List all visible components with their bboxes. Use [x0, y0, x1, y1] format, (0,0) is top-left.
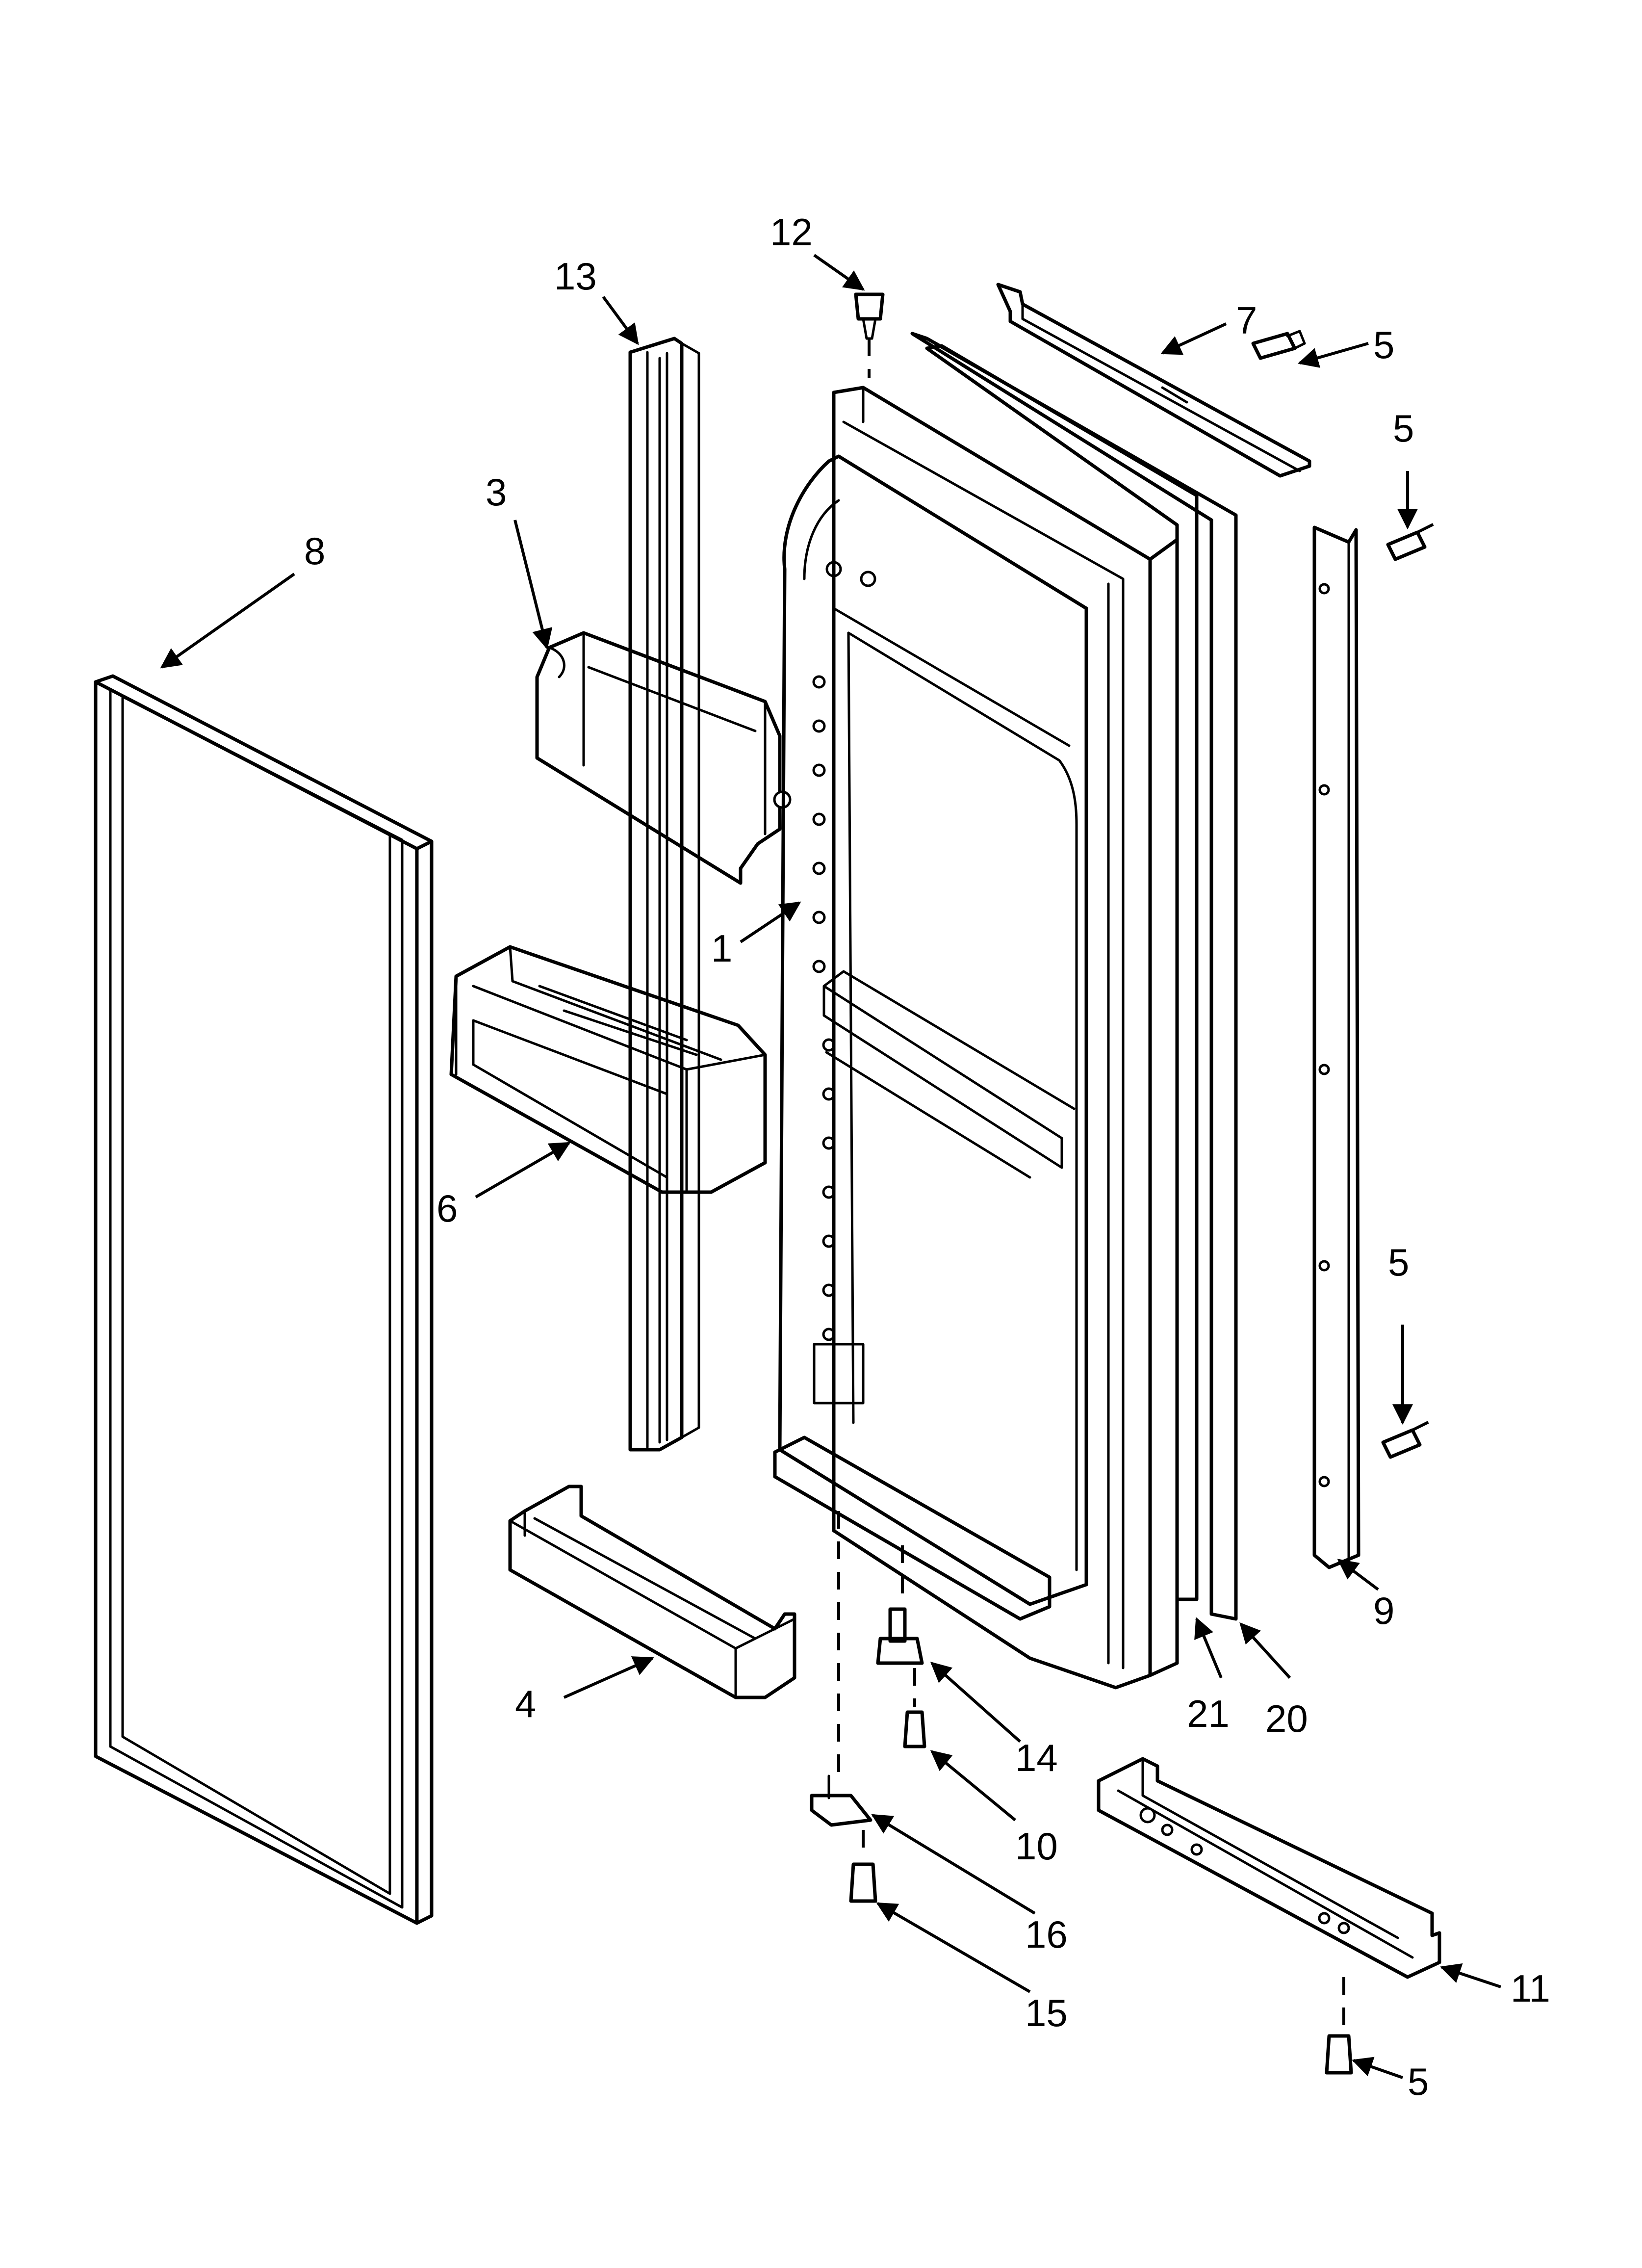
assembly-guides: [837, 339, 1443, 2031]
hinge-part-14: [876, 1607, 924, 1665]
screw-5-top: [1251, 330, 1306, 360]
callout-13: 13: [554, 255, 597, 298]
lower-door-bin-part: [508, 1485, 796, 1699]
door-bin-part: [449, 945, 767, 1194]
callout-3: 3: [486, 470, 507, 514]
screw-part-15: [849, 1862, 877, 1903]
callout-5: 5: [1408, 2060, 1429, 2103]
leader-lines: [160, 254, 1501, 2079]
callout-9: 9: [1373, 1589, 1394, 1632]
top-door-trim-part: [996, 283, 1311, 478]
callout-5: 5: [1393, 407, 1414, 450]
callout-12: 12: [770, 210, 813, 254]
door-trim-strip-part: [628, 337, 700, 1452]
screw-part-10: [903, 1710, 926, 1748]
upper-bin-cover-part: [535, 631, 792, 885]
shelf-support-holes: [812, 561, 876, 1341]
hinge-part-16: [810, 1774, 872, 1827]
screw-5-lower-right: [1381, 1428, 1422, 1459]
bottom-door-trim-part: [1097, 1757, 1441, 1979]
callout-4: 4: [515, 1682, 536, 1725]
door-inner-frame-part: [832, 386, 1152, 1690]
callout-1: 1: [711, 927, 732, 970]
door-outer-panel-part: [910, 332, 1238, 1677]
callout-16: 16: [1025, 1913, 1068, 1956]
callout-6: 6: [436, 1187, 458, 1230]
door-liner-part: [773, 454, 1088, 1621]
callout-10: 10: [1015, 1825, 1058, 1868]
callout-7: 7: [1236, 299, 1257, 342]
screw-5-bottom: [1325, 2034, 1353, 2075]
screw-5-upper-right: [1386, 530, 1427, 561]
callout-5: 5: [1373, 323, 1394, 366]
callout-15: 15: [1025, 1991, 1068, 2034]
callout-20: 20: [1265, 1697, 1308, 1740]
callout-21: 21: [1187, 1692, 1230, 1735]
callout-5: 5: [1388, 1241, 1409, 1284]
side-door-trim-part: [1312, 525, 1360, 1569]
callouts: 12 13 7 5 5 3 8 1 6 5 9 4 21 20 14 10 16…: [304, 210, 1550, 2103]
screw-part-12: [854, 292, 885, 340]
callout-14: 14: [1015, 1736, 1058, 1779]
callout-8: 8: [304, 529, 325, 573]
callout-11: 11: [1511, 1967, 1550, 2010]
door-gasket-part: [94, 674, 434, 1925]
